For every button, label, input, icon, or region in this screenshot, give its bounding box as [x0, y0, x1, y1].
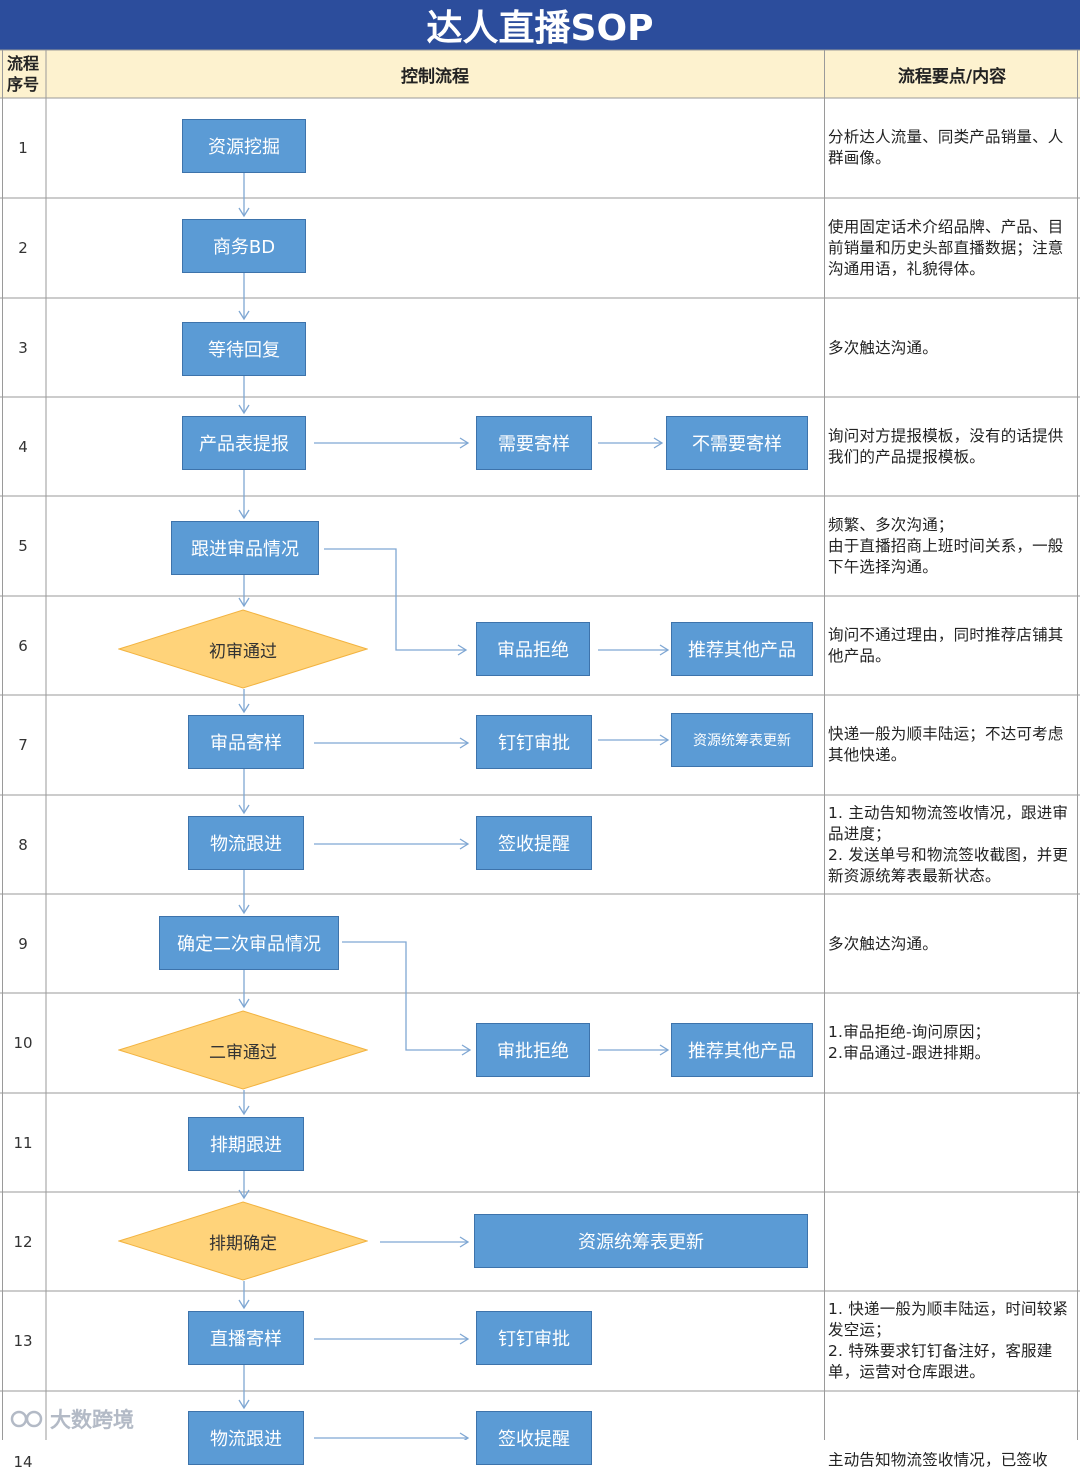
- node-schedule-confirm-label: 排期确定: [209, 1233, 277, 1254]
- node-recommend-other-2: 推荐其他产品: [671, 1023, 813, 1077]
- row-description: 询问不通过理由，同时推荐店铺其他产品。: [828, 626, 1064, 665]
- arrow-head: [459, 1236, 470, 1248]
- node-second-review-diamond: [118, 1010, 368, 1090]
- node-first-review-diamond: [118, 609, 368, 689]
- arrow-head: [459, 437, 470, 449]
- row-number: 11: [13, 1134, 33, 1152]
- arrow-head: [457, 644, 468, 656]
- flow-arrows: [238, 173, 670, 1440]
- node-approval-rejected: 审批拒绝: [476, 1023, 590, 1077]
- node-second-review-check: 确定二次审品情况: [159, 916, 339, 970]
- arrow-head: [238, 1299, 250, 1310]
- node-dingtalk-approval: 钉钉审批: [476, 715, 592, 769]
- row-description: 1. 快递一般为顺丰陆运，时间较紧发空运； 2. 特殊要求钉钉备注好，客服建单，…: [828, 1300, 1069, 1381]
- arrow-head: [238, 998, 250, 1009]
- node-dingtalk-approval-2: 钉钉审批: [476, 1311, 592, 1365]
- row-description: 使用固定话术介绍品牌、产品、目前销量和历史头部直播数据；注意沟通用语，礼貌得体。: [828, 217, 1064, 278]
- flow-connector: [342, 941, 470, 1051]
- node-need-sample: 需要寄样: [476, 416, 592, 470]
- arrow-head: [238, 310, 250, 321]
- arrow-head: [238, 904, 250, 915]
- node-follow-review: 跟进审品情况: [171, 521, 319, 575]
- page-title: 达人直播SOP: [0, 0, 1080, 50]
- node-schedule-follow: 排期跟进: [188, 1117, 304, 1171]
- node-recommend-other: 推荐其他产品: [671, 622, 813, 676]
- watermark: 大数跨境: [10, 1404, 150, 1434]
- row-number: 6: [18, 637, 28, 655]
- node-resource-update: 资源统筹表更新: [671, 713, 813, 767]
- row-number: 3: [18, 339, 28, 357]
- arrow-head: [461, 1044, 472, 1056]
- arrow-head: [238, 509, 250, 520]
- node-logistics-follow-2: 物流跟进: [188, 1411, 304, 1465]
- node-review-rejected: 审品拒绝: [476, 622, 590, 676]
- arrow-head: [238, 703, 250, 714]
- node-second-review-label: 二审通过: [209, 1042, 277, 1063]
- arrow-head: [659, 1044, 670, 1056]
- arrow-head: [238, 597, 250, 608]
- arrow-head: [238, 207, 250, 218]
- node-live-sample: 直播寄样: [188, 1311, 304, 1365]
- node-product-submit: 产品表提报: [182, 416, 306, 470]
- node-resource-update-2: 资源统筹表更新: [474, 1214, 808, 1268]
- node-resource-mining: 资源挖掘: [182, 119, 306, 173]
- node-business-bd: 商务BD: [182, 219, 306, 273]
- row-description: 1. 主动告知物流签收情况，跟进审品进度； 2. 发送单号和物流签收截图，并更新…: [828, 804, 1069, 885]
- row-description: 询问对方提报模板，没有的话提供我们的产品提报模板。: [828, 427, 1064, 466]
- row-number: 1: [18, 139, 28, 157]
- row-number: 2: [18, 239, 28, 257]
- node-sign-reminder-2: 签收提醒: [476, 1411, 592, 1465]
- header-seq: 流程 序号: [0, 50, 46, 98]
- header-points: 流程要点/内容: [824, 50, 1080, 98]
- row-description: 频繁、多次沟通； 由于直播招商上班时间关系，一般下午选择沟通。: [828, 515, 1064, 576]
- arrow-head: [459, 1333, 470, 1345]
- row-number: 12: [13, 1233, 33, 1251]
- arrow-head: [238, 1105, 250, 1116]
- arrow-head: [659, 734, 670, 746]
- node-review-sample: 审品寄样: [188, 715, 304, 769]
- flow-connector: [324, 548, 466, 651]
- row-number: 4: [18, 438, 28, 456]
- row-description: 1.审品拒绝-询问原因； 2.审品通过-跟进排期。: [828, 1023, 991, 1062]
- row-description: 多次触达沟通。: [828, 934, 938, 953]
- arrow-head: [459, 737, 470, 749]
- row-number: 10: [13, 1034, 33, 1052]
- row-number: 9: [18, 935, 28, 953]
- watermark-logo-icon: [10, 1410, 43, 1428]
- arrow-head: [459, 1432, 470, 1440]
- row-number: 8: [18, 836, 28, 854]
- table-grid: [0, 49, 1080, 1440]
- arrow-head: [238, 1189, 250, 1200]
- arrow-head: [238, 804, 250, 815]
- node-waiting-reply: 等待回复: [182, 322, 306, 376]
- node-sign-reminder: 签收提醒: [476, 816, 592, 870]
- node-first-review-label: 初审通过: [209, 641, 277, 662]
- node-no-sample: 不需要寄样: [666, 416, 808, 470]
- header-flow: 控制流程: [46, 50, 824, 98]
- arrow-head: [238, 404, 250, 415]
- watermark-text: 大数跨境: [50, 1408, 134, 1432]
- arrow-head: [653, 437, 664, 449]
- row-number: 7: [18, 736, 28, 754]
- row-number: 5: [18, 537, 28, 555]
- row-description: 多次触达沟通。: [828, 338, 938, 357]
- row-description: 快递一般为顺丰陆运；不达可考虑其他快递。: [828, 725, 1064, 764]
- arrow-head: [238, 1399, 250, 1410]
- arrow-head: [459, 838, 470, 850]
- row-description: 分析达人流量、同类产品销量、人群画像。: [828, 128, 1064, 167]
- node-logistics-follow: 物流跟进: [188, 816, 304, 870]
- node-schedule-confirm-diamond: [118, 1201, 368, 1281]
- arrow-head: [659, 644, 670, 656]
- row-number: 13: [13, 1332, 33, 1350]
